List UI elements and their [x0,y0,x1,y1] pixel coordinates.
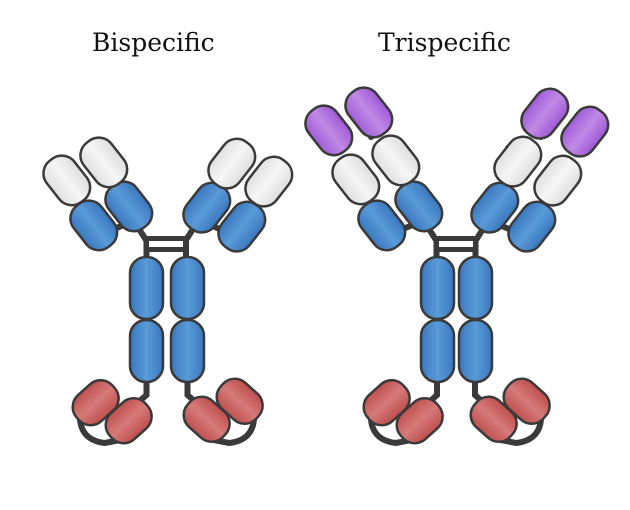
trispecific-fab-domain-purple [560,105,610,158]
bispecific-title: Bispecific [92,28,215,57]
trispecific-fab-domain-white [533,154,583,207]
bispecific-hinge [144,236,188,252]
trispecific-fab-domain-purple [344,86,394,139]
trispecific-fab-domain-purple [304,104,354,157]
bispecific-fc-domain [169,318,206,384]
trispecific-fab-domain-blue [507,200,557,253]
trispecific-fc-domain [419,255,456,321]
bispecific-fc-domain [169,255,206,321]
trispecific-fusion-domain-red [469,395,518,443]
bispecific-fab-domain-white [79,136,129,189]
hinge-disulfide-bonds [144,236,478,252]
trispecific-fc-domain [419,318,456,384]
trispecific-fab-domain-white [493,135,543,188]
bispecific-fusion-domain-red [182,395,231,443]
bispecific-fc-domain [128,318,165,384]
antibody-domains [42,86,610,445]
trispecific-fab-domain-white [371,134,421,187]
trispecific-hinge [434,236,478,252]
trispecific-fab-domain-blue [357,199,407,252]
trispecific-fusion-domain-red [395,397,444,445]
trispecific-fc-domain [457,255,494,321]
bispecific-fab-domain-white [42,154,92,207]
trispecific-fc-domain [457,318,494,384]
bispecific-fab-domain-white [244,155,294,208]
trispecific-fab-domain-purple [520,87,570,140]
bispecific-fc-domain [128,255,165,321]
trispecific-title: Trispecific [378,28,511,57]
trispecific-fab-domain-white [331,153,381,206]
bispecific-fab-domain-white [207,137,257,190]
bispecific-fusion-domain-red [104,397,153,445]
